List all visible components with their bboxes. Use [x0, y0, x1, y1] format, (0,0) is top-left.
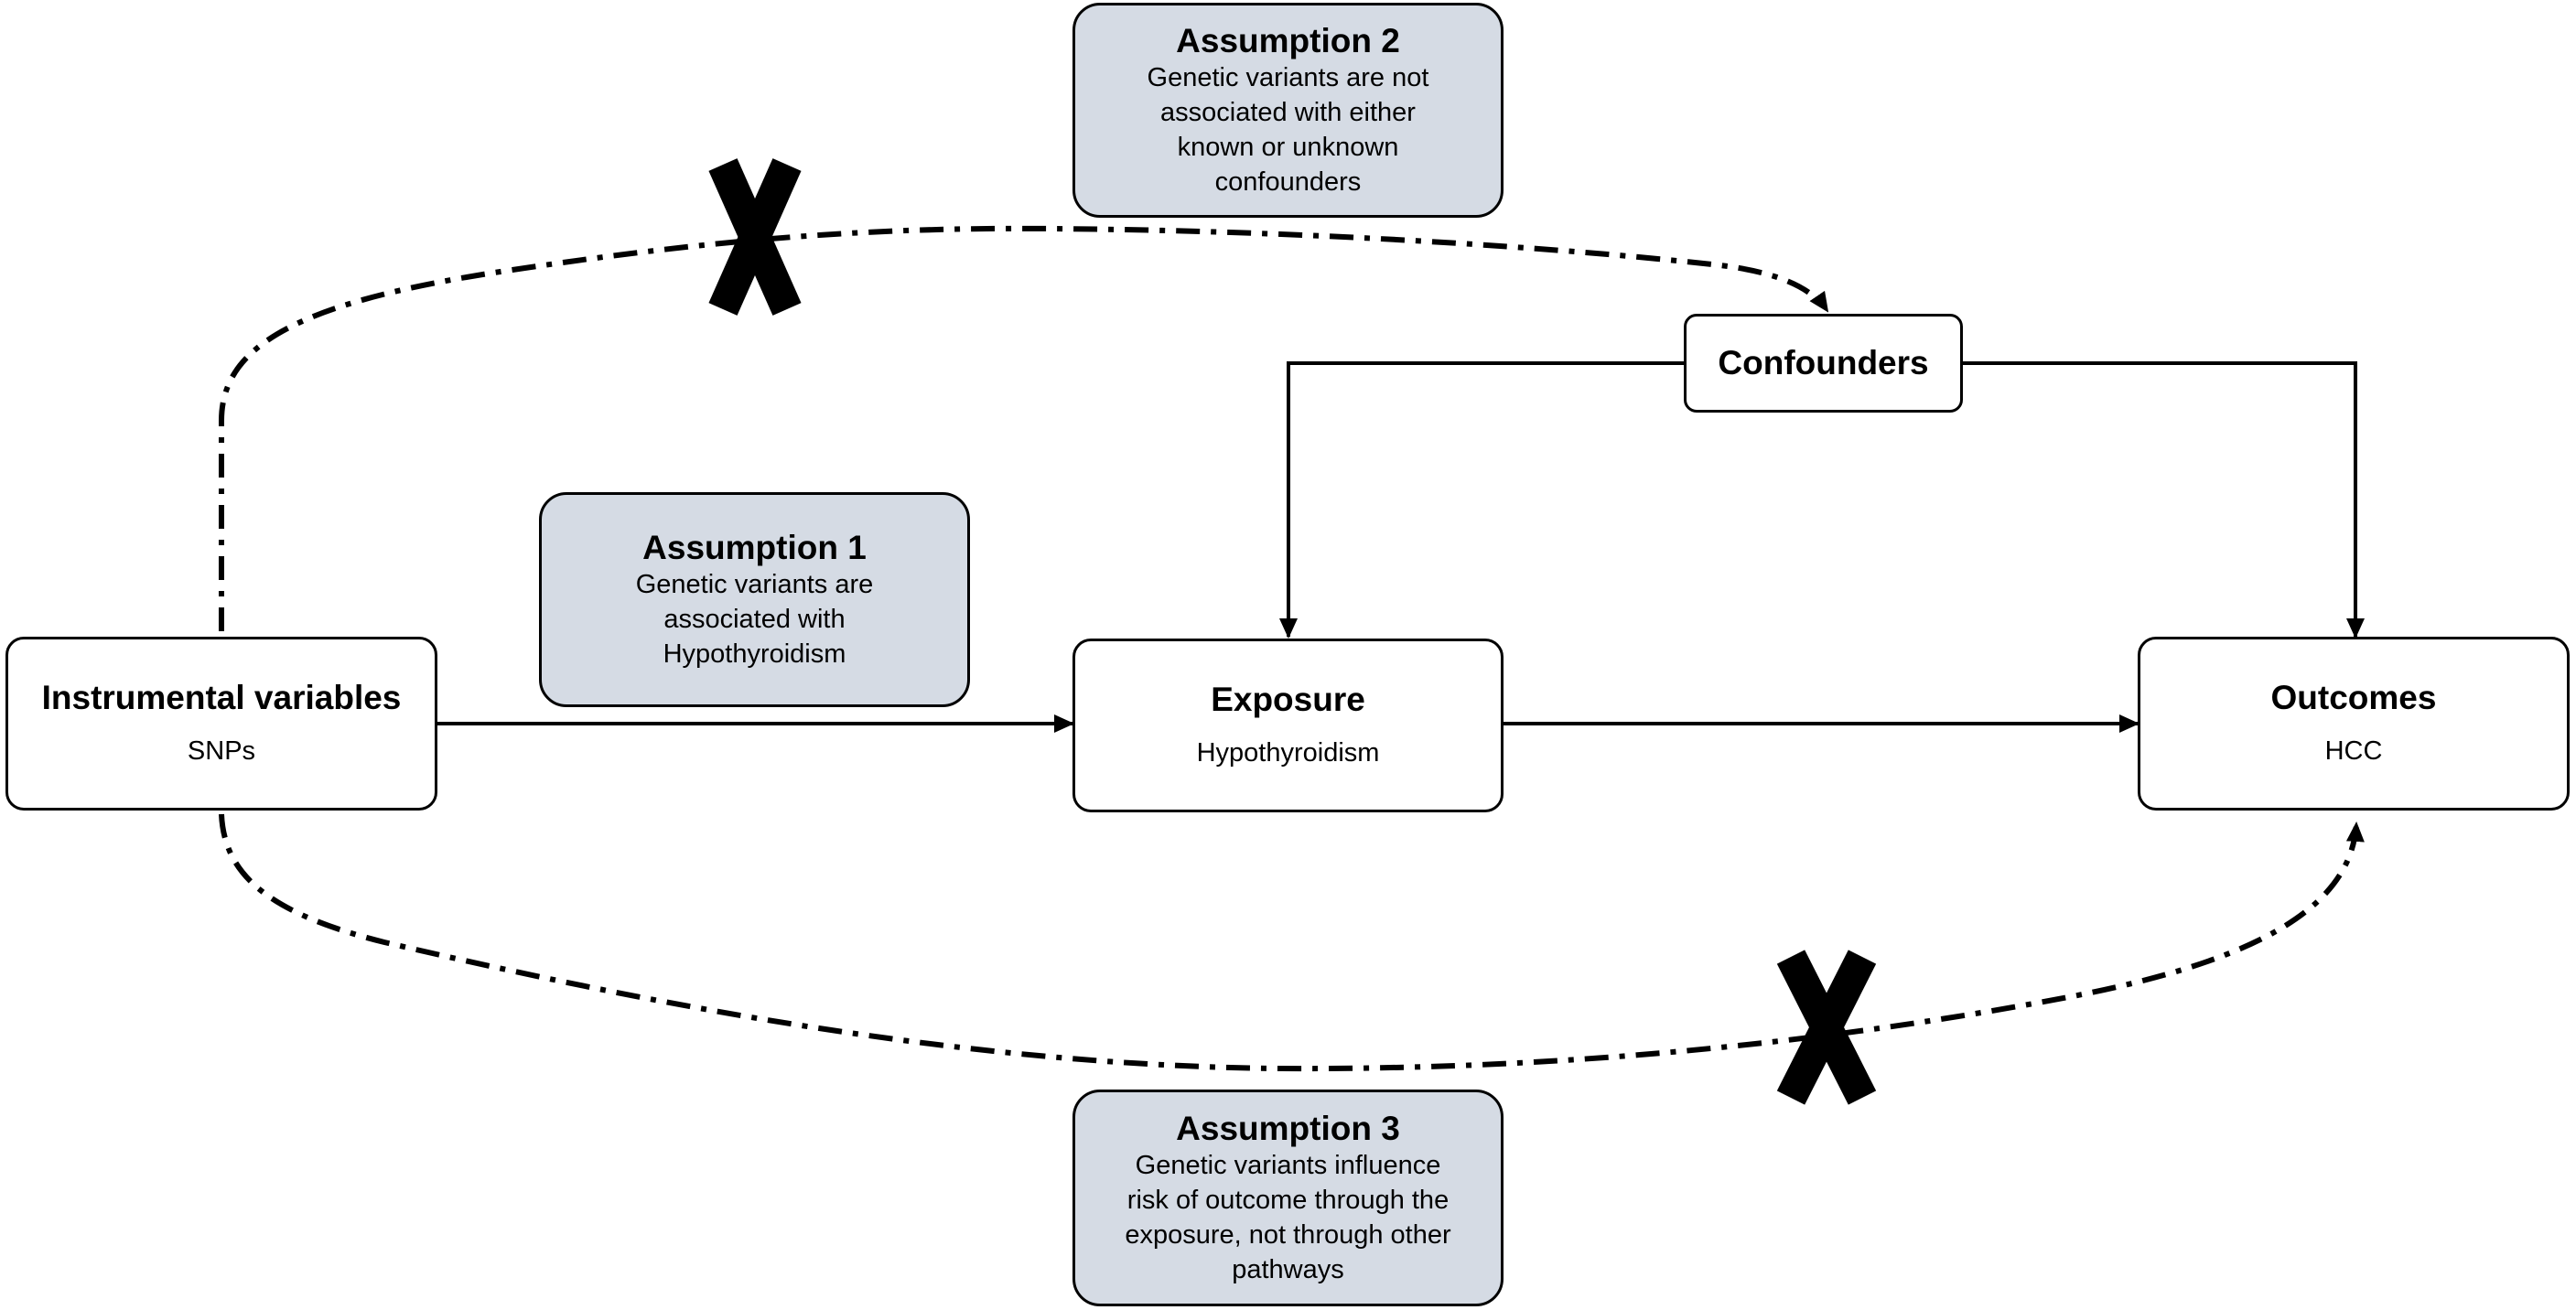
dashed-path-instrument-to-outcomes: [219, 813, 2365, 1072]
assumption-2-box: Assumption 2 Genetic variants are not as…: [1072, 3, 1504, 218]
arrow-confounders-to-exposure: [1279, 361, 1684, 639]
assumption-1-title: Assumption 1: [642, 528, 867, 566]
assumption-2-title: Assumption 2: [1176, 21, 1400, 59]
instrumental-variables-subtitle: SNPs: [187, 736, 256, 766]
outcomes-subtitle: HCC: [2324, 736, 2383, 766]
cross-mark-icon: [1776, 950, 1877, 1105]
dashed-path-instrument-to-confounders: [219, 225, 1830, 631]
confounders-title: Confounders: [1718, 344, 1929, 381]
instrumental-variables-title: Instrumental variables: [41, 679, 402, 716]
confounders-box: Confounders: [1684, 314, 1963, 413]
instrumental-variables-box: Instrumental variables SNPs: [5, 637, 437, 811]
assumption-3-text: Genetic variants influence risk of outco…: [1125, 1150, 1451, 1284]
assumption-1-text: Genetic variants are associated with Hyp…: [635, 569, 874, 669]
cross-mark-icon: [708, 158, 802, 316]
exposure-box: Exposure Hypothyroidism: [1072, 639, 1504, 812]
arrow-confounders-to-outcomes: [1963, 361, 2365, 639]
assumption-3-title: Assumption 3: [1176, 1109, 1400, 1147]
exposure-title: Exposure: [1211, 681, 1365, 718]
outcomes-box: Outcomes HCC: [2138, 637, 2570, 811]
exposure-subtitle: Hypothyroidism: [1196, 738, 1380, 768]
assumption-1-box: Assumption 1 Genetic variants are associ…: [539, 492, 970, 707]
assumption-3-box: Assumption 3 Genetic variants influence …: [1072, 1090, 1504, 1306]
assumption-2-text: Genetic variants are not associated with…: [1147, 62, 1429, 197]
outcomes-title: Outcomes: [2270, 679, 2437, 716]
